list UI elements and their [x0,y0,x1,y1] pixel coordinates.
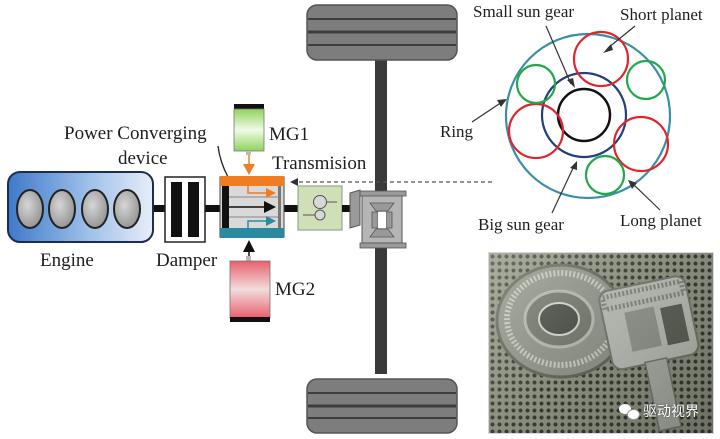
dashed-arrowhead [290,178,298,186]
big-sun-gear [540,71,628,159]
leader-line [217,145,229,178]
arrowhead [570,161,577,170]
mg1-motor [233,104,265,175]
gearset-photo: 驱动视界 [488,252,714,434]
cylinder-4 [113,189,141,229]
short-planet-right [612,115,670,173]
short-planet-top [572,30,630,88]
mg2-motor [229,240,271,322]
long-planet-label: Long planet [620,211,702,230]
differential [349,189,407,249]
arrowhead [567,78,575,88]
arrowhead [603,44,613,53]
power-converging-device [219,176,285,238]
engine-label: Engine [40,250,94,271]
small-sun-gear-label: Small sun gear [473,2,574,21]
ring-label: Ring [440,122,474,141]
mg1-label: MG1 [269,124,309,145]
cylinder-2 [48,189,76,229]
watermark-text: 驱动视界 [643,404,699,420]
gear-illustration [495,263,700,432]
big-sun-gear-label: Big sun gear [478,215,564,234]
cylinder-1 [16,189,44,229]
damper [164,176,206,243]
arrowhead [497,99,507,107]
small-sun-gear [556,87,612,143]
short-planet-left [507,102,565,160]
engine-block [7,171,154,243]
device-label: device [118,148,168,169]
mg2-label: MG2 [275,279,315,300]
arrowhead [628,180,637,189]
planetary-gear-schematic [504,30,672,200]
transmission-box [297,185,343,231]
damper-label: Damper [156,250,218,271]
wechat-icon [619,403,640,420]
tire-top [306,4,458,61]
transmission-label: Transmision [272,153,367,174]
ring-gear [504,32,672,200]
short-planet-label: Short planet [620,5,703,24]
long-planet-upper-left [515,63,557,105]
tire-bottom [306,378,458,434]
cylinder-3 [81,189,109,229]
photo-sheen [489,253,713,433]
power-converging-label: Power Converging [64,123,207,144]
watermark: 驱动视界 [619,401,699,421]
long-planet-upper-right [625,59,667,101]
long-planet-bottom [584,154,626,196]
planet-carrier-photo [598,275,700,432]
